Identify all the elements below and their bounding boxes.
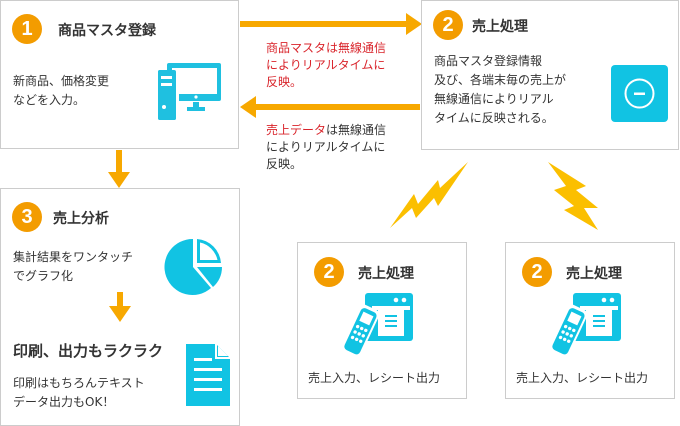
step-badge-1: 1 bbox=[12, 14, 42, 44]
terminal-1-title: 売上処理 bbox=[358, 266, 414, 282]
print-output-title: 印刷、出力もラクラク bbox=[13, 342, 164, 360]
note-top-line3: 反映。 bbox=[266, 75, 303, 89]
note-top-line2: によりリアルタイムに bbox=[266, 58, 386, 72]
box3-title: 売上分析 bbox=[53, 211, 109, 227]
box-sales-analysis: 3 売上分析 集計結果をワンタッチ でグラフ化 印刷、出力もラクラク 印刷はもち… bbox=[0, 188, 240, 426]
note-bottom-highlight: 売上データ bbox=[266, 123, 327, 137]
note-top-line1: 商品マスタは無線通信 bbox=[266, 41, 387, 55]
box1-desc-line2: などを入力。 bbox=[13, 93, 86, 107]
terminal-box-1: 2 売上処理 売上入力、レシート出力 bbox=[297, 242, 467, 399]
arrow-head-down-small bbox=[109, 306, 131, 322]
box2-desc-line2: 及び、各端末毎の売上が bbox=[434, 73, 567, 87]
step-badge-3: 3 bbox=[12, 202, 42, 232]
box-sales-processing: 2 売上処理 商品マスタ登録情報 及び、各端末毎の売上が 無線通信によりリアル … bbox=[421, 0, 679, 150]
box3-desc-line1: 集計結果をワンタッチ bbox=[13, 250, 134, 264]
arrow-head-right bbox=[406, 13, 422, 35]
box3-desc-line2: でグラフ化 bbox=[13, 269, 74, 283]
arrow-down-to-analysis bbox=[116, 150, 122, 174]
box1-title: 商品マスタ登録 bbox=[58, 23, 156, 39]
print-desc-line2: データ出力もOK！ bbox=[13, 395, 115, 409]
box2-desc-line4: タイムに反映される。 bbox=[434, 111, 554, 125]
lightning-bolt-icon-left bbox=[390, 162, 468, 228]
arrow-down-to-print bbox=[117, 292, 123, 307]
box2-desc-line3: 無線通信によりリアル bbox=[434, 92, 554, 106]
desktop-computer-icon bbox=[158, 63, 221, 120]
note-bottom-line2: によりリアルタイムに bbox=[266, 140, 386, 154]
step-badge-2: 2 bbox=[433, 10, 463, 40]
terminal-box-2: 2 売上処理 売上入力、レシート出力 bbox=[505, 242, 675, 399]
box2-desc-line1: 商品マスタ登録情報 bbox=[434, 54, 543, 68]
arrow-head-down bbox=[108, 172, 130, 188]
arrow-right-to-sales bbox=[240, 21, 408, 27]
note-bottom-line1: 売上データは無線通信 bbox=[266, 122, 386, 139]
note-bottom-line3: 反映。 bbox=[266, 157, 303, 171]
terminal-2-caption: 売上入力、レシート出力 bbox=[516, 371, 649, 385]
terminal-1-badge: 2 bbox=[314, 257, 344, 287]
arrow-head-left bbox=[240, 96, 256, 118]
terminal-2-badge: 2 bbox=[522, 257, 552, 287]
box-product-master: 1 商品マスタ登録 新商品、価格変更 などを入力。 bbox=[0, 0, 239, 149]
lightning-bolt-icon-right bbox=[548, 162, 598, 230]
print-desc-line1: 印刷はもちろんテキスト bbox=[13, 376, 145, 390]
arrow-left-to-master bbox=[254, 104, 420, 110]
pie-chart-icon bbox=[164, 238, 222, 295]
terminal-1-caption: 売上入力、レシート出力 bbox=[308, 371, 441, 385]
document-icon bbox=[186, 344, 230, 406]
note-bottom-rest: は無線通信 bbox=[326, 123, 387, 137]
box2-title: 売上処理 bbox=[472, 19, 528, 35]
terminal-2-title: 売上処理 bbox=[566, 266, 622, 282]
box1-desc-line1: 新商品、価格変更 bbox=[13, 74, 110, 88]
handheld-terminal-printer-icon bbox=[340, 293, 413, 358]
register-minus-icon bbox=[611, 65, 668, 122]
handheld-terminal-printer-icon bbox=[548, 293, 621, 358]
